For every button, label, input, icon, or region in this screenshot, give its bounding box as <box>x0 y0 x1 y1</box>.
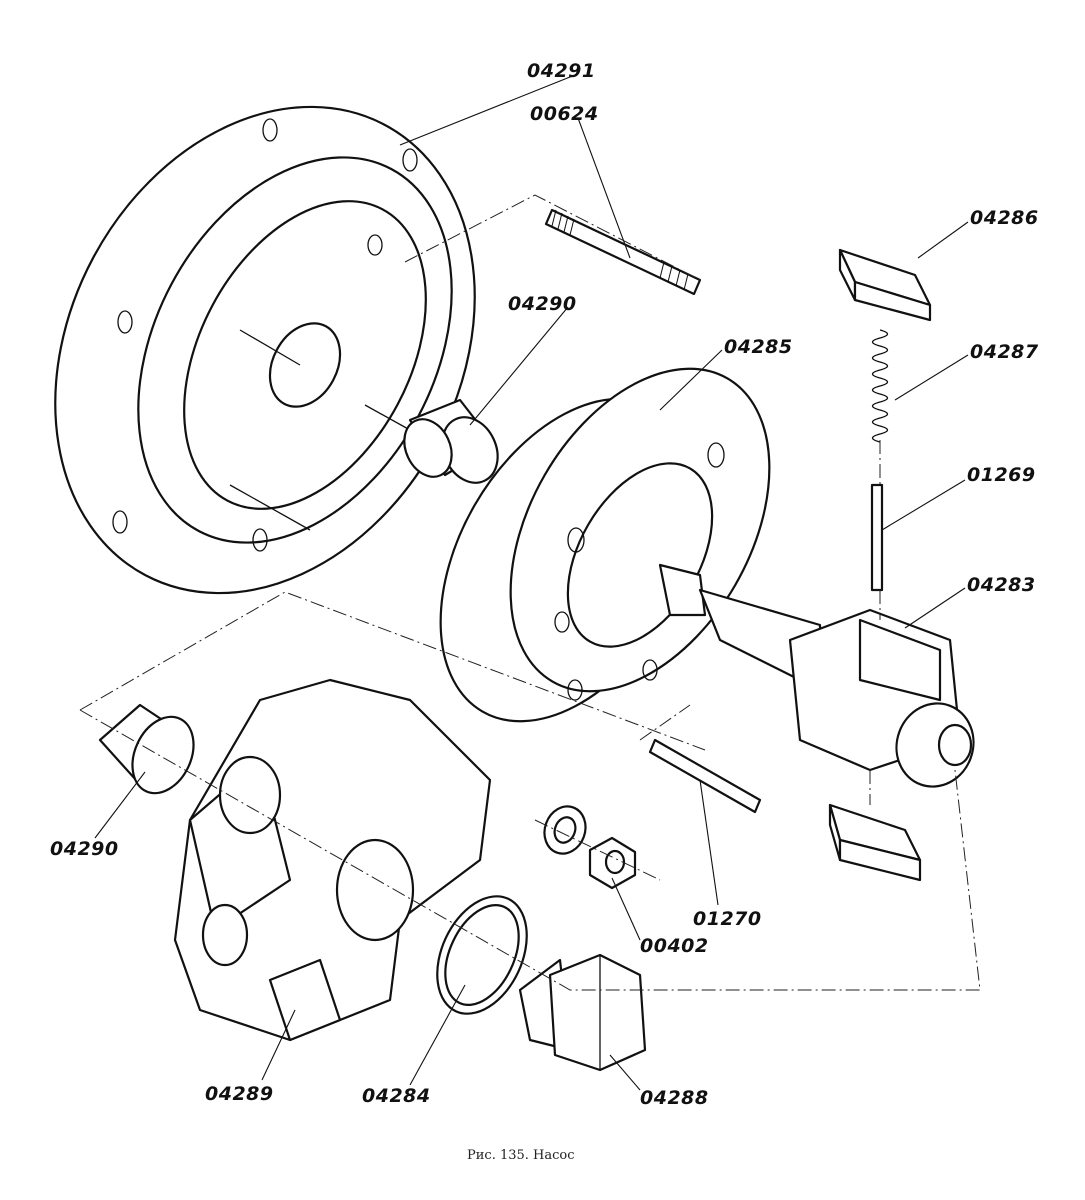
spring-04287 <box>871 329 889 443</box>
vane-lower <box>828 803 922 882</box>
pump-body-04289 <box>173 678 492 1042</box>
assembly-axes <box>79 194 981 991</box>
label-00624: 00624 <box>530 103 599 125</box>
label-04290-left: 04290 <box>50 838 119 860</box>
label-04286: 04286 <box>970 207 1039 229</box>
label-04288: 04288 <box>640 1087 709 1109</box>
figure-caption: Рис. 135. Насос <box>467 1148 575 1163</box>
label-04287: 04287 <box>970 341 1039 363</box>
gasket-04284 <box>436 895 528 1015</box>
flange-cover-04291 <box>54 105 476 595</box>
leader-lines <box>94 74 969 1091</box>
label-04284: 04284 <box>362 1085 431 1107</box>
label-04291: 04291 <box>527 60 596 82</box>
label-04290-top: 04290 <box>508 293 577 315</box>
washer-00402 <box>543 805 587 855</box>
label-04283: 04283 <box>967 574 1036 596</box>
nut-00402 <box>588 836 637 890</box>
pin-01270 <box>648 738 762 814</box>
bushing-04290-left <box>98 703 195 795</box>
rotor-shaft-04283 <box>658 563 975 788</box>
label-00402: 00402 <box>640 935 709 957</box>
label-01269: 01269 <box>967 464 1036 486</box>
pin-01269 <box>870 483 884 592</box>
label-01270: 01270 <box>693 908 762 930</box>
bushing-04290-top <box>403 398 499 484</box>
stud-00624 <box>544 208 702 296</box>
label-04285: 04285 <box>724 336 793 358</box>
label-04289: 04289 <box>205 1083 274 1105</box>
vane-04286 <box>838 248 932 322</box>
plug-04288 <box>518 953 647 1072</box>
